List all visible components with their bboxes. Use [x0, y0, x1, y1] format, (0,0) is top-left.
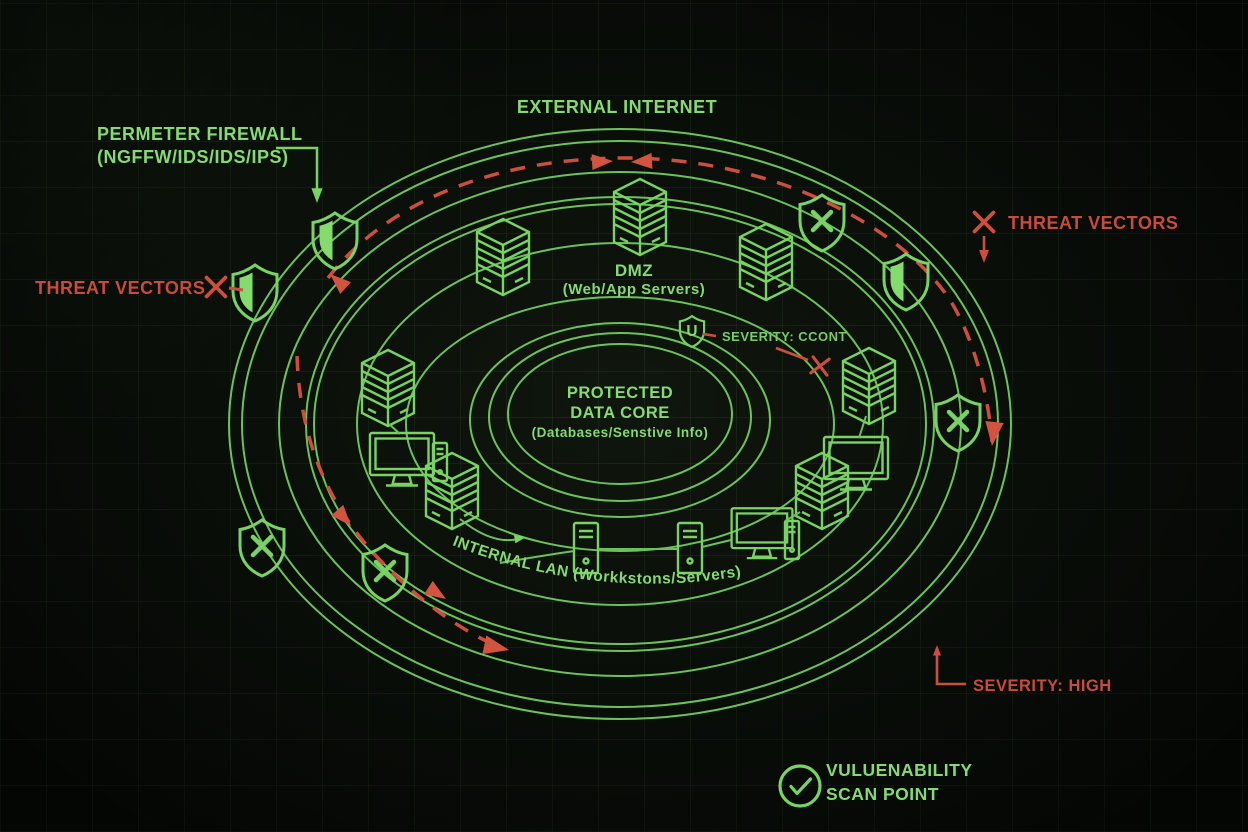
callout-line [276, 146, 319, 197]
connector-line [499, 550, 575, 564]
connector-line [388, 423, 401, 435]
threat-vectors-right-label: THREAT VECTORS [1008, 213, 1178, 233]
arrow-icon [311, 188, 323, 203]
connector-line [701, 539, 732, 548]
severity-high-label: SEVERITY: HIGH [973, 677, 1112, 695]
threat-vectors-left-label: THREAT VECTORS [35, 278, 205, 298]
perimeter-firewall-label-line2: (NGFFW/IDS/IDS/IPS) [97, 147, 289, 167]
threat-flow-arrow-icon [630, 152, 653, 170]
server-stack-icon [841, 346, 897, 426]
zone-rings [228, 128, 1012, 720]
device-connectors [388, 415, 867, 564]
threat-flow-arrow-icon [982, 421, 1004, 447]
core-label-line3: (Databases/Senstive Info) [532, 425, 709, 440]
shield-x-icon [798, 193, 846, 253]
ring-core-inner [507, 343, 733, 485]
external-internet-label: EXTERNAL INTERNET [517, 97, 717, 117]
ring-lan-outer [356, 242, 884, 606]
check-circle-icon [778, 764, 822, 808]
shield-fill [319, 220, 333, 261]
arrow-icon [933, 645, 941, 656]
lan-arrow-line [459, 518, 519, 542]
server-stack-icon [738, 222, 794, 302]
x-mark-icon [204, 275, 228, 299]
perimeter-firewall-callout [276, 146, 323, 203]
dmz-subtitle-label: (Web/App Servers) [563, 281, 705, 298]
threat-flow-arrow-icon [424, 580, 451, 606]
threat-flow-arc-inner [295, 355, 503, 650]
severity-contained-callout [702, 332, 831, 377]
shield-fill [239, 272, 253, 313]
core-label-line1: PROTECTED [567, 384, 673, 402]
ring-external-outer [228, 128, 1012, 720]
callout-dash [228, 286, 244, 292]
shield-half-filled-icon [882, 252, 930, 312]
threat-flow-arrow-icon [591, 153, 614, 171]
connector-line [784, 511, 801, 522]
x-mark-icon [809, 355, 831, 377]
threat-flows [295, 152, 1004, 660]
dmz-title-label: DMZ [615, 261, 653, 280]
vulnerability-label-line1: VULUENABILITY [826, 760, 973, 780]
core-label-line2: DATA CORE [570, 404, 670, 422]
workstation-monitor-icon [730, 507, 794, 560]
tower-server-icon [676, 521, 704, 575]
connector-line [858, 415, 867, 439]
shield-badge-glyph: U [686, 323, 697, 340]
shield-u-badge-icon: U [678, 315, 706, 349]
vulnerability-label-line2: SCAN POINT [826, 784, 939, 804]
perimeter-firewall-label-line1: PERMETER FIREWALL [97, 124, 303, 144]
ring-lan-inner [405, 296, 835, 552]
threat-vectors-left-callout [204, 275, 244, 299]
callout-line [775, 346, 809, 362]
severity-contained-label: SEVERITY: CCONT [722, 329, 847, 344]
text-labels: EXTERNAL INTERNET PERMETER FIREWALL (NGF… [35, 97, 1178, 804]
x-mark-icon [972, 210, 996, 234]
workstation-monitor-icon [368, 431, 436, 487]
arrow-icon [979, 249, 989, 263]
shield-fill [890, 261, 904, 302]
callout-line [935, 648, 966, 686]
vulnerability-scan-point [778, 764, 822, 808]
threat-vectors-right-callout [972, 210, 996, 263]
shield-x-icon [361, 543, 409, 603]
ring-core-outer [469, 322, 771, 518]
severity-high-callout [933, 645, 966, 686]
devices [360, 177, 897, 575]
shield-x-icon [934, 393, 982, 453]
ring-core-mid [488, 332, 752, 502]
callout-dash [702, 332, 717, 338]
